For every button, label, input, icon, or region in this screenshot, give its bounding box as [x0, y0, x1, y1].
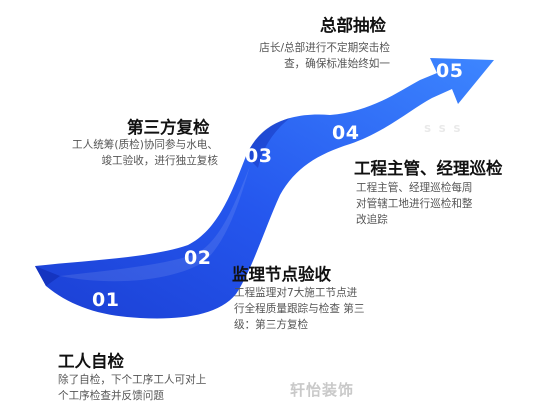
ribbon-highlight [60, 166, 250, 282]
desc-line: 对管辖工地进行巡检和整 [356, 198, 473, 210]
step-02-description: 工程监理对7大施工节点进 行全程质量跟踪与检查 第三 级：第三方复检 [234, 285, 394, 333]
step-03-title: 第三方复检 [127, 118, 210, 137]
desc-line: 除了自检，下个工序工人可对上 [58, 374, 207, 386]
step-03-description: 工人统筹(质检)协同参与水电、 竣工验收，进行独立复核 [40, 137, 218, 169]
step-01-description: 除了自检，下个工序工人可对上 个工序检查并反馈问题 [58, 372, 258, 404]
step-01-title: 工人自检 [58, 352, 124, 371]
ribbon-fold-shadow [246, 118, 290, 168]
faint-watermark: S S S [424, 124, 463, 135]
step-05-title: 总部抽检 [320, 16, 386, 35]
desc-line: 工程监理对7大施工节点进 [234, 287, 358, 299]
step-04-title: 工程主管、经理巡检 [354, 159, 503, 178]
brand-watermark-logo: 轩怡装饰 [290, 381, 355, 399]
step-04-description: 工程主管、经理巡检每周 对管辖工地进行巡检和整 改追踪 [356, 180, 526, 228]
desc-line: 改追踪 [356, 214, 388, 226]
step-05-description: 店长/总部进行不定期突击检 查，确保标准始终如一 [228, 40, 390, 72]
desc-line: 个工序检查并反馈问题 [58, 390, 164, 402]
step-02-title: 监理节点验收 [232, 265, 331, 284]
desc-line: 工程主管、经理巡检每周 [356, 182, 473, 194]
step-number-03: 03 [245, 145, 273, 167]
step-number-04: 04 [332, 122, 360, 144]
desc-line: 店长/总部进行不定期突击检 [259, 42, 390, 54]
step-number-05: 05 [436, 60, 464, 82]
step-number-01: 01 [92, 289, 120, 311]
desc-line: 竣工验收，进行独立复核 [101, 155, 218, 167]
ribbon-tail [35, 266, 60, 286]
step-number-02: 02 [184, 247, 212, 269]
desc-line: 查，确保标准始终如一 [284, 58, 390, 70]
desc-line: 工人统筹(质检)协同参与水电、 [72, 139, 218, 151]
desc-line: 级：第三方复检 [234, 319, 309, 331]
desc-line: 行全程质量跟踪与检查 第三 [234, 303, 365, 315]
arrow-ribbon [35, 58, 494, 319]
